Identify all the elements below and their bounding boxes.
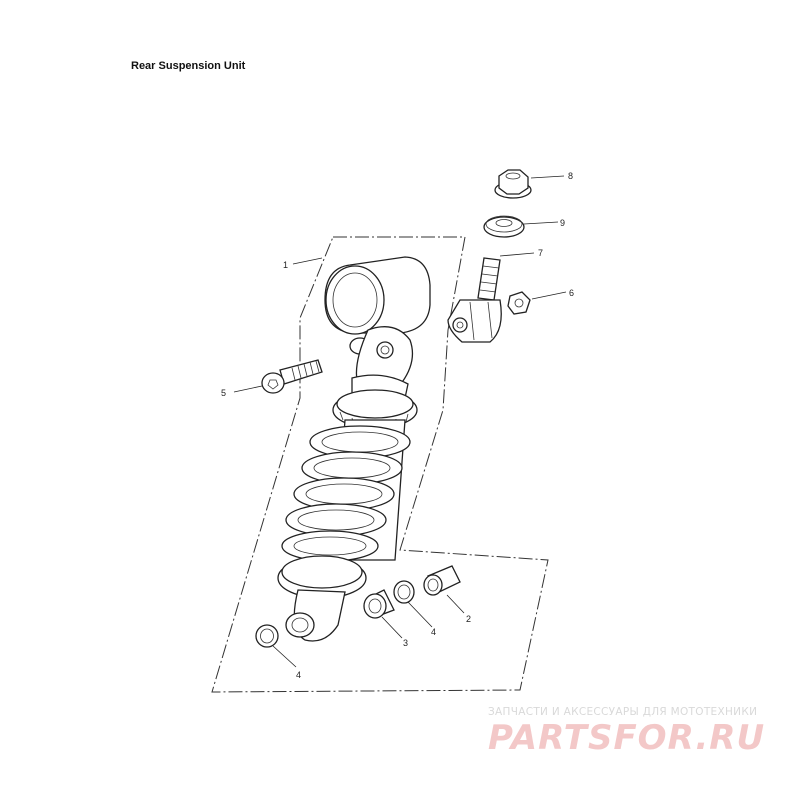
bush-3 [363, 589, 395, 619]
flange-nut-8 [494, 169, 532, 199]
callout-9: 9 [560, 218, 565, 228]
seal-4-upper [393, 580, 415, 604]
watermark-logo: PARTSFOR.RU [488, 718, 766, 758]
leader-lines [233, 175, 567, 668]
seal-4-lower [255, 624, 279, 648]
shock-absorber [277, 256, 431, 642]
callout-7: 7 [538, 248, 543, 258]
mount-bracket-7 [447, 257, 502, 343]
page-title: Rear Suspension Unit [131, 60, 246, 72]
washer-9 [483, 215, 525, 238]
callout-1: 1 [283, 260, 288, 270]
watermark-tagline: ЗАПЧАСТИ И АКСЕССУАРЫ ДЛЯ МОТОТЕХНИКИ [488, 706, 758, 718]
callout-4-lower: 4 [296, 670, 301, 680]
coil-spring [281, 425, 411, 562]
nut-6 [507, 291, 531, 315]
sleeve-2 [423, 565, 461, 596]
bolt-5 [261, 359, 323, 394]
callout-8: 8 [568, 171, 573, 181]
callout-4-upper: 4 [431, 627, 436, 637]
callout-5: 5 [221, 388, 226, 398]
callout-3: 3 [403, 638, 408, 648]
callout-2: 2 [466, 614, 471, 624]
callout-6: 6 [569, 288, 574, 298]
